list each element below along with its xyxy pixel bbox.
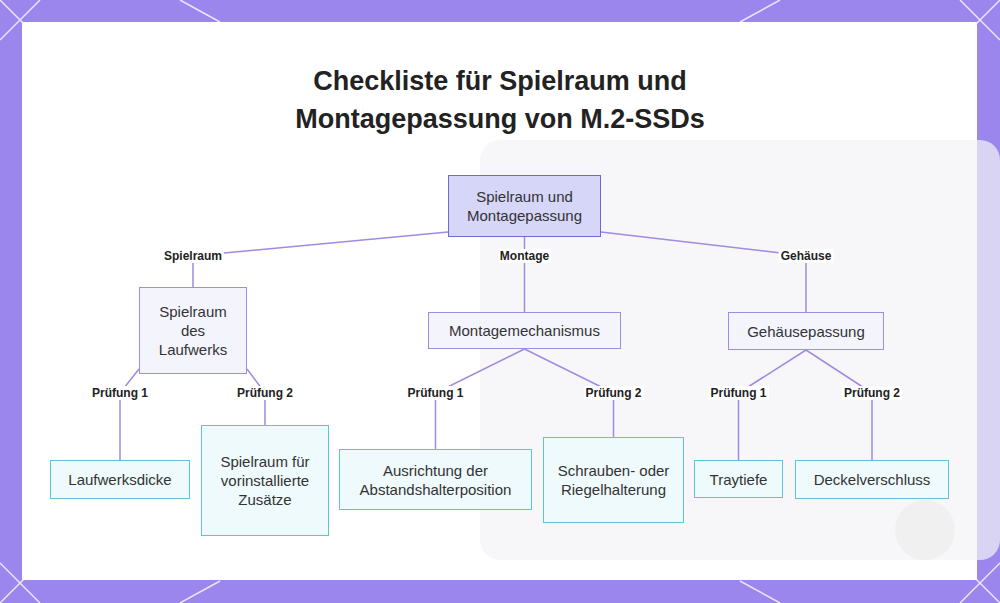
- diagram-title: Checkliste für Spielraum und Montagepass…: [275, 62, 725, 138]
- edge-label: Montage: [498, 249, 551, 263]
- tree-connector: [601, 232, 806, 312]
- tree-connector: [806, 350, 872, 460]
- check-box: Traytiefe: [694, 460, 783, 498]
- edge-label: Spielraum: [162, 249, 224, 263]
- check-box: Laufwerksdicke: [50, 460, 190, 499]
- node-label: Ausrichtung der Abstandshalterposition: [350, 461, 521, 499]
- edge-label: Gehäuse: [779, 249, 834, 263]
- check-box: Deckelverschluss: [795, 460, 949, 499]
- node-label: Spielraum und Montagepassung: [459, 187, 590, 225]
- edge-label: Prüfung 2: [584, 386, 644, 400]
- node-label: Gehäusepassung: [747, 322, 865, 341]
- node-label: Spielraum des Laufwerks: [150, 302, 236, 359]
- logo-mark: [895, 500, 955, 560]
- category-box: Gehäusepassung: [728, 312, 884, 350]
- tree-connector: [193, 232, 448, 287]
- node-label: Laufwerksdicke: [68, 470, 171, 489]
- node-label: Deckelverschluss: [814, 470, 931, 489]
- check-box: Schrauben- oder Riegelhalterung: [543, 437, 684, 523]
- tree-connector: [739, 350, 807, 460]
- node-label: Montagemechanismus: [449, 321, 600, 340]
- node-label: Schrauben- oder Riegelhalterung: [554, 461, 673, 499]
- tree-connector: [120, 369, 139, 460]
- root-box: Spielraum und Montagepassung: [448, 175, 601, 237]
- node-label: Spielraum für vorinstallierte Zusätze: [212, 452, 318, 509]
- category-box: Montagemechanismus: [428, 312, 621, 349]
- edge-label: Prüfung 1: [90, 386, 150, 400]
- check-box: Ausrichtung der Abstandshalterposition: [339, 449, 532, 510]
- check-box: Spielraum für vorinstallierte Zusätze: [201, 425, 329, 536]
- edge-label: Prüfung 1: [406, 386, 466, 400]
- edge-label: Prüfung 1: [709, 386, 769, 400]
- node-label: Traytiefe: [710, 470, 768, 489]
- edge-label: Prüfung 2: [842, 386, 902, 400]
- category-box: Spielraum des Laufwerks: [139, 287, 247, 374]
- edge-label: Prüfung 2: [235, 386, 295, 400]
